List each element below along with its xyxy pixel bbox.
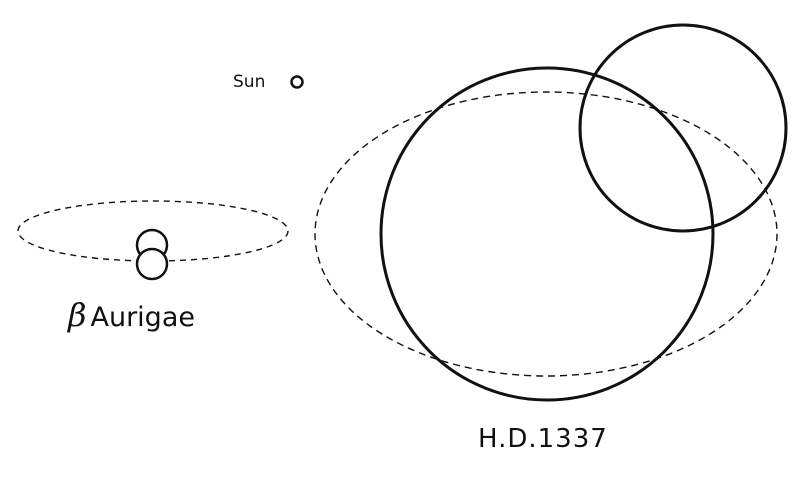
sun-label: Sun <box>233 72 265 92</box>
sun-marker <box>290 75 304 89</box>
hd1337-text: H.D.1337 <box>478 424 608 454</box>
hd1337-secondary-star <box>578 23 788 233</box>
hd1337-primary-star <box>379 66 715 402</box>
beta-aurigae-star-lower <box>135 247 169 281</box>
beta-aurigae-text: Aurigae <box>90 302 195 333</box>
hd1337-orbit <box>314 91 778 377</box>
beta-symbol: β <box>68 296 87 334</box>
sun-label-text: Sun <box>233 72 266 92</box>
hd1337-label: H.D.1337 <box>478 424 608 454</box>
